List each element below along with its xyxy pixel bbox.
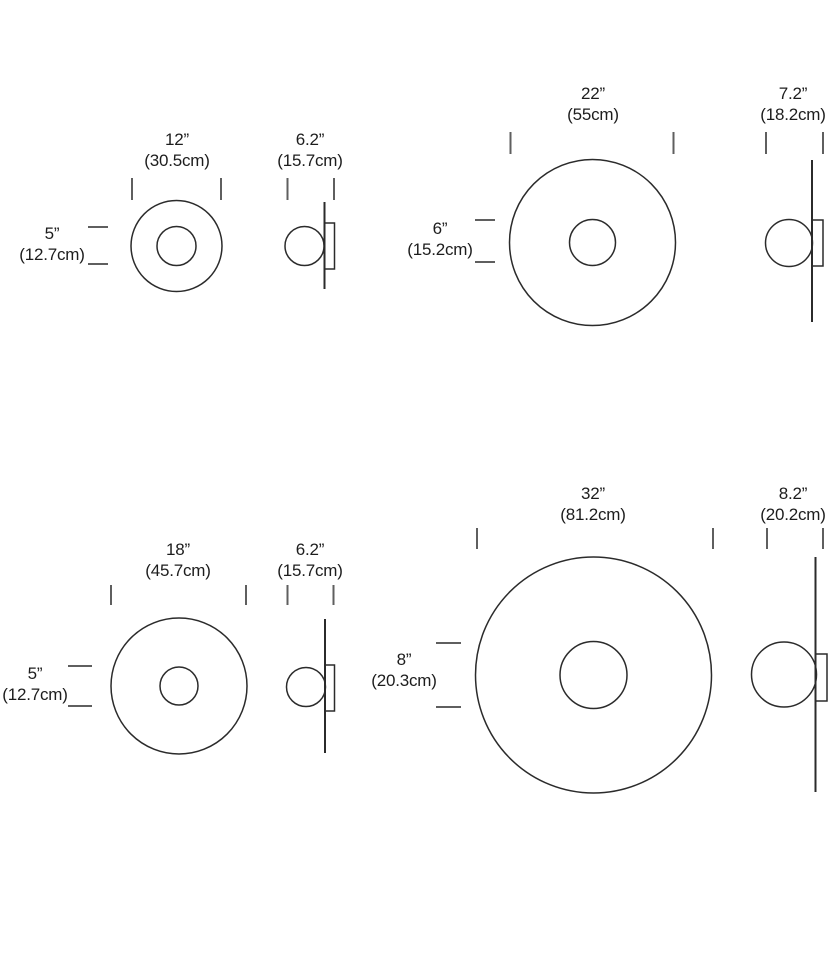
dim-cm: (45.7cm): [145, 560, 211, 580]
lamp-12-front-view: [88, 178, 223, 293]
globe-front: [159, 666, 199, 706]
lamp-12-width-label: 12” (30.5cm): [144, 130, 210, 171]
lamp-32-width-label: 32” (81.2cm): [560, 484, 626, 525]
dim-inches: 6”: [432, 219, 448, 238]
globe-front: [568, 218, 617, 267]
dim-inches: 6.2”: [295, 540, 325, 559]
lamp-32-side-view: [750, 528, 828, 792]
globe-front: [156, 225, 197, 267]
outer-disc: [110, 617, 248, 755]
lamp-22-diagram: [475, 132, 824, 327]
dim-inches: 7.2”: [778, 84, 808, 103]
globe-side: [284, 225, 325, 267]
mount-bracket: [324, 664, 336, 712]
lamp-22-depth-label: 7.2” (18.2cm): [760, 84, 826, 125]
lamp-18-diagram: [68, 585, 336, 755]
lamp-12-diagram: [88, 178, 336, 293]
dim-cm: (81.2cm): [560, 504, 626, 524]
lamp-22-side-view: [764, 132, 824, 322]
lamp-18-side-view: [285, 585, 336, 753]
dim-inches: 18”: [166, 540, 190, 559]
dim-cm: (55cm): [567, 104, 619, 124]
dim-inches: 8”: [396, 650, 412, 669]
globe-side: [285, 666, 327, 708]
dim-inches: 5”: [44, 224, 60, 243]
dim-cm: (12.7cm): [2, 684, 68, 704]
mount-bracket: [814, 653, 828, 702]
dim-inches: 12”: [165, 130, 189, 149]
dim-inches: 32”: [581, 484, 605, 503]
lamp-18-front-view: [68, 585, 248, 755]
dim-cm: (20.3cm): [371, 670, 437, 690]
dim-inches: 22”: [581, 84, 605, 103]
mount-bracket: [323, 222, 336, 270]
lamp-12-depth-label: 6.2” (15.7cm): [277, 130, 343, 171]
dim-cm: (15.2cm): [407, 239, 473, 259]
dim-cm: (30.5cm): [144, 150, 210, 170]
globe-side: [764, 218, 814, 268]
lamp-18-width-label: 18” (45.7cm): [145, 540, 211, 581]
dim-inches: 5”: [27, 664, 43, 683]
lamp-12-height-label: 5” (12.7cm): [19, 224, 85, 265]
outer-disc: [508, 158, 677, 327]
globe-front: [559, 640, 628, 710]
lamp-32-depth-label: 8.2” (20.2cm): [760, 484, 826, 525]
dim-cm: (15.7cm): [277, 560, 343, 580]
outer-disc: [130, 199, 223, 293]
dim-inches: 6.2”: [295, 130, 325, 149]
mount-bracket: [811, 219, 824, 267]
dim-cm: (15.7cm): [277, 150, 343, 170]
lamp-22-front-view: [475, 132, 677, 327]
lamp-22-height-label: 6” (15.2cm): [407, 219, 473, 260]
lamp-12-side-view: [284, 178, 336, 289]
dim-inches: 8.2”: [778, 484, 808, 503]
lamp-32-height-label: 8” (20.3cm): [371, 650, 437, 691]
globe-side: [750, 641, 818, 708]
dim-cm: (20.2cm): [760, 504, 826, 524]
lamp-22-width-label: 22” (55cm): [567, 84, 619, 125]
lamp-18-height-label: 5” (12.7cm): [2, 664, 68, 705]
lamp-32-front-view: [436, 528, 714, 794]
dim-cm: (12.7cm): [19, 244, 85, 264]
lamp-18-depth-label: 6.2” (15.7cm): [277, 540, 343, 581]
dim-cm: (18.2cm): [760, 104, 826, 124]
outer-disc: [474, 556, 713, 794]
lamp-32-diagram: [436, 528, 828, 794]
